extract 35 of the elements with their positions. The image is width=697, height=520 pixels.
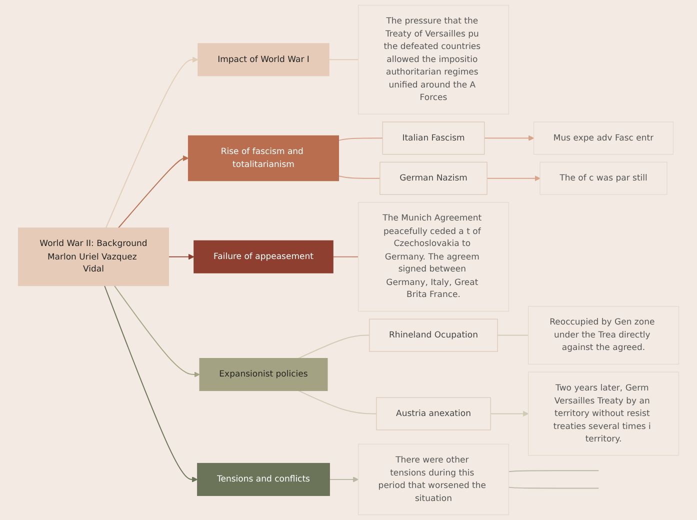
node-box: Italian Fascism [382,122,485,155]
node-box: Austria anexation [376,397,491,430]
node-box: The pressure that the Treaty of Versailles pu the defeated countries allowed the impositio authoritarian regimes unified around the A Forces [358,4,510,114]
arrow [329,476,359,482]
arrow [114,285,200,378]
node-box: Rise of fascism and totalitarianism [188,135,340,182]
arrow [118,155,189,228]
arrow [168,254,194,260]
node-box: There were other tensions during this period that worsened the situation [358,444,510,516]
connector [328,59,359,60]
arrow [105,56,198,228]
connector [508,470,600,472]
arrow [490,410,529,417]
node-box: German Nazism [380,162,488,195]
connector [298,334,370,359]
node-box: Mus expe adv Fasc entr [533,122,674,155]
node-box: Reoccupied by Gen zone under the Trea directly against the agreed. [528,306,680,365]
connector [338,138,384,141]
connector [497,334,529,336]
connector [298,390,377,414]
node-box: World War II: Background Marlon Uriel Vazquez Vidal [18,228,169,286]
connector [338,176,380,179]
node-box: Tensions and conflicts [197,462,330,496]
node-box: Failure of appeasement [194,240,334,274]
arrow [104,285,198,482]
connector [508,486,600,489]
arrow [486,175,540,182]
node-box: Expansionist policies [199,358,328,392]
node-box: Rhineland Ocupation [369,318,498,352]
node-box: Impact of World War I [198,43,330,76]
node-box: The Munich Agreement peacefully ceded a t of Czechoslovakia to Germany. The agreem signed between Germany, Italy, Great Brita France. [358,202,510,312]
arrow [484,135,534,141]
node-box: Two years later, Germ Versailles Treaty by an territory without resist treaties several times i territory. [528,372,680,456]
connector [332,256,359,258]
node-box: The of c was par still [540,162,668,195]
